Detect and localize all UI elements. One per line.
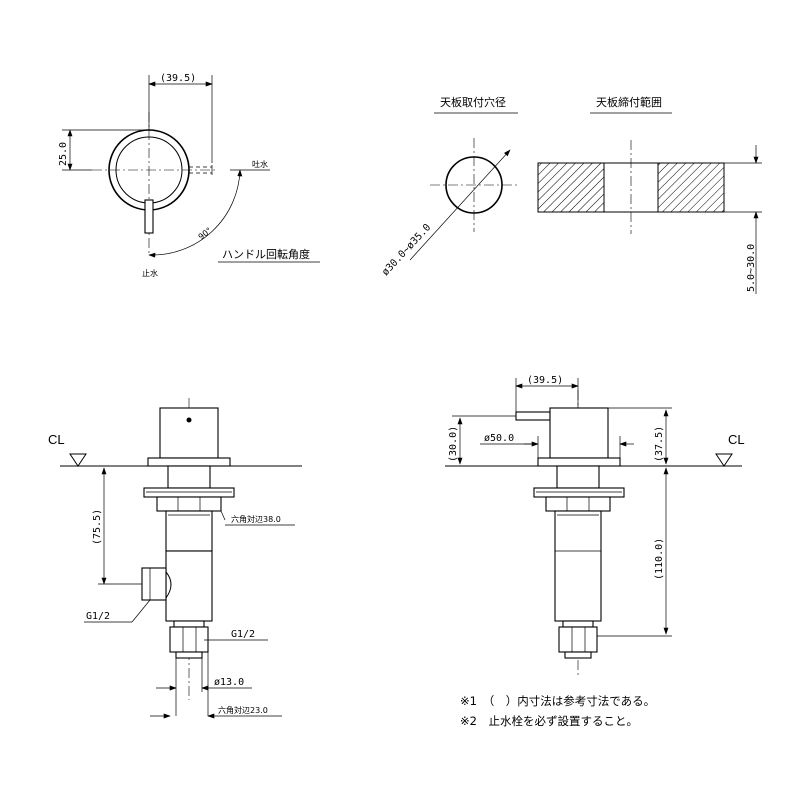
- washer-stack-right: [533, 487, 625, 498]
- hex-23-label: 六角対辺23.0: [218, 705, 268, 715]
- hole-diameter-dim: ø30.0~ø35.0: [380, 222, 433, 278]
- dim-37: (37.5): [654, 426, 665, 462]
- mounting-hole-circle: [445, 156, 503, 214]
- note-2: ※2 止水栓を必ず設置すること。: [460, 714, 638, 728]
- notes: ※1 （ ）内寸法は参考寸法である。 ※2 止水栓を必ず設置すること。: [460, 694, 655, 728]
- side-view-right: CL (39.5) (30.0): [445, 375, 745, 676]
- side-view-left: CL (75.5) 六角対辺38.0: [48, 398, 302, 719]
- note-1: ※1 （ ）内寸法は参考寸法である。: [460, 694, 655, 708]
- g-left-label: G1/2: [86, 611, 110, 622]
- dim-110: (110.0): [654, 538, 665, 580]
- hex-nut-23: [169, 626, 209, 653]
- handle-body: [159, 407, 219, 459]
- g-right-label: G1/2: [231, 629, 255, 640]
- countertop-left-hatch: [537, 162, 605, 213]
- handle-body-right: [549, 407, 609, 459]
- hex-nut-right: [545, 496, 611, 512]
- dia-13-label: ø13.0: [214, 677, 244, 688]
- hole-title: 天板取付穴径: [440, 95, 506, 109]
- dia-50-label: ø50.0: [484, 433, 514, 444]
- cl-label-left: CL: [48, 432, 65, 447]
- clamp-range-view: 天板締付範囲 5.0~30.0: [537, 95, 762, 294]
- label-water-close: 止水: [142, 268, 158, 278]
- range-dim: 5.0~30.0: [746, 244, 757, 292]
- hex-38-label: 六角対辺38.0: [231, 514, 281, 524]
- range-title: 天板締付範囲: [596, 95, 662, 109]
- label-water-open: 吐水: [252, 159, 268, 169]
- mounting-hole-view: 天板取付穴径 ø30.0~ø35.0: [380, 95, 520, 278]
- handle-top-view: (39.5) 25.0 吐水 止水 90° ハンドル回転角度: [58, 73, 320, 278]
- hex-nut-38: [156, 496, 222, 512]
- valve-body: [165, 550, 213, 622]
- dim-30: (30.0): [448, 426, 459, 462]
- dim-depth: (75.5): [92, 509, 103, 545]
- handle-lever-side: [515, 411, 551, 421]
- dim-width-bottom: (39.5): [527, 375, 563, 386]
- dim-width-top: (39.5): [160, 73, 196, 84]
- hex-nut-bottom-right: [558, 626, 598, 653]
- rotation-caption: ハンドル回転角度: [222, 247, 310, 261]
- dim-height-top: 25.0: [58, 142, 69, 166]
- washer-stack: [143, 487, 235, 498]
- countertop-right-hatch: [657, 162, 725, 213]
- handle-lever: [144, 199, 154, 234]
- cl-label-right: CL: [728, 432, 745, 447]
- side-inlet: [141, 567, 167, 601]
- angle-label: 90°: [197, 226, 214, 242]
